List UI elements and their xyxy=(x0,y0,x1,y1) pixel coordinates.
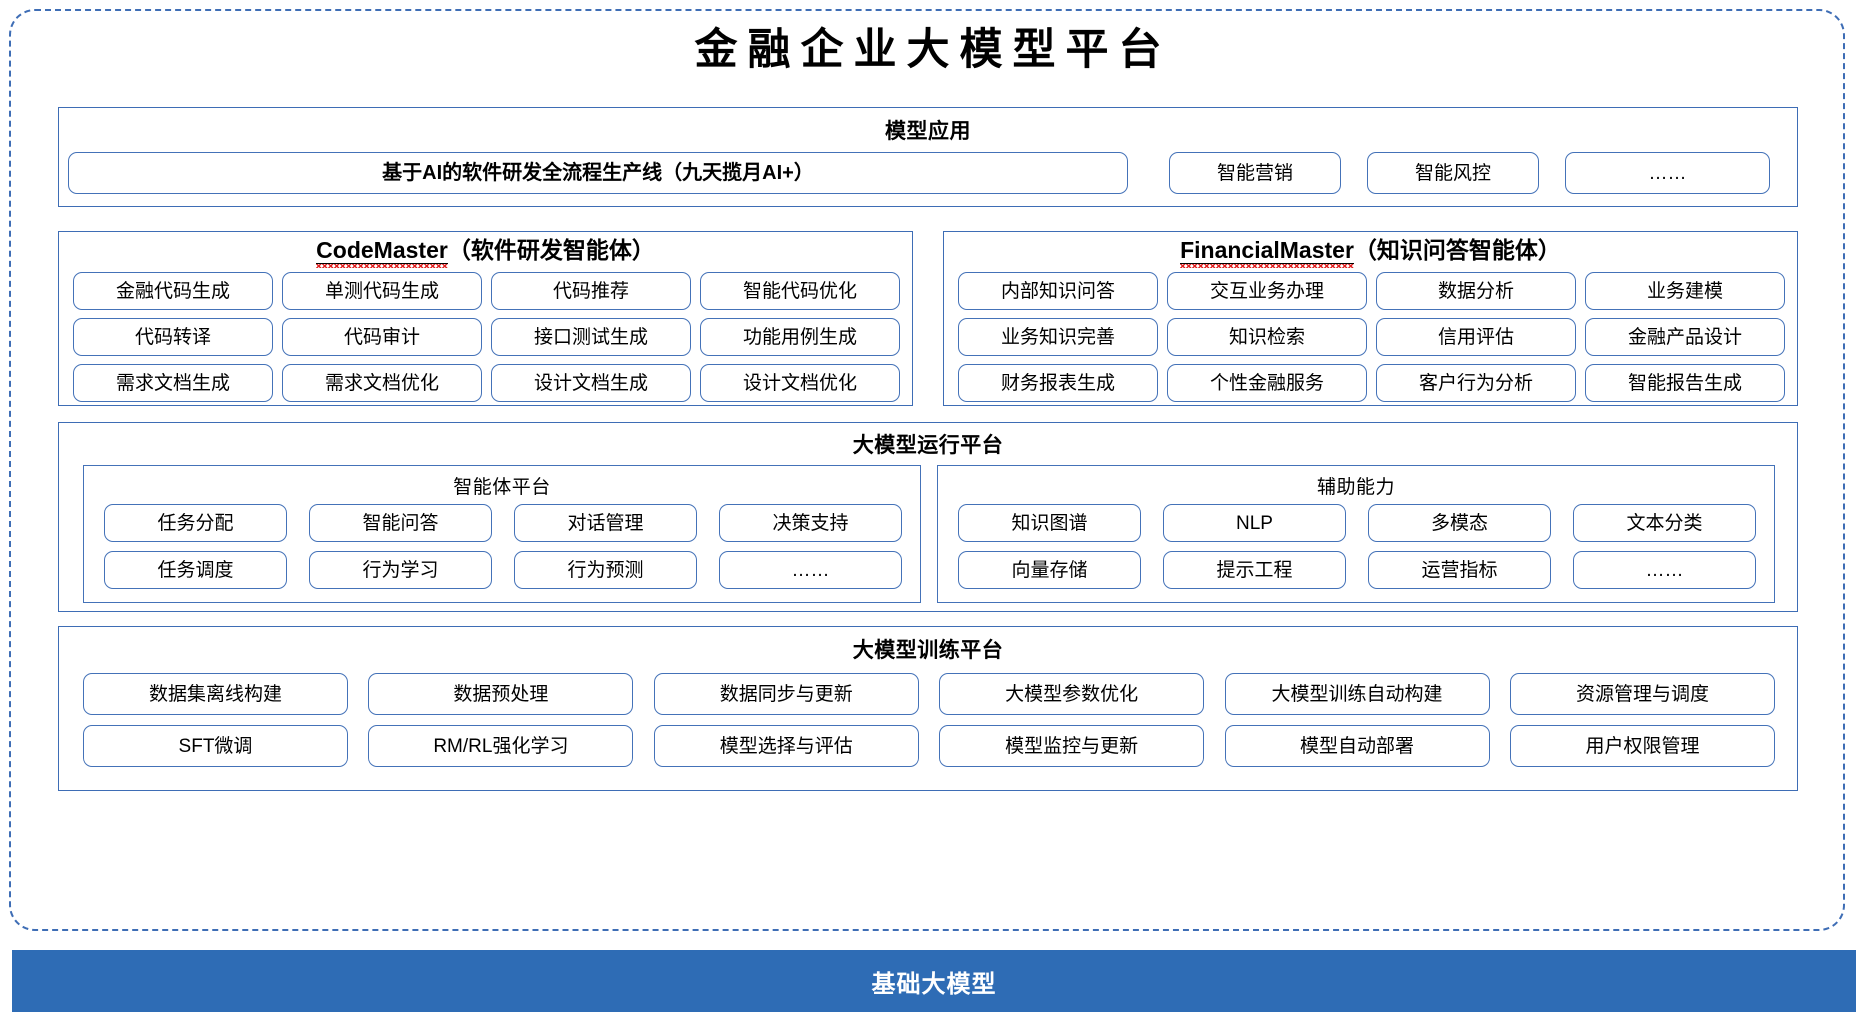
subsection-agent-platform: 智能体平台 任务分配 智能问答 对话管理 决策支持 任务调度 行为学习 行为预测… xyxy=(83,465,921,603)
section-model-application: 模型应用 基于AI的软件研发全流程生产线（九天揽月AI+） 智能营销 智能风控 … xyxy=(58,107,1798,207)
foundation-model-bar: 基础大模型 xyxy=(12,950,1856,1012)
codemaster-item[interactable]: 代码审计 xyxy=(282,318,482,356)
training-item[interactable]: SFT微调 xyxy=(83,725,348,767)
training-item[interactable]: 模型自动部署 xyxy=(1224,725,1490,767)
agent-platform-item-more[interactable]: …… xyxy=(719,551,902,589)
agent-platform-item[interactable]: 任务调度 xyxy=(104,551,287,589)
training-item[interactable]: 数据集离线构建 xyxy=(83,673,348,715)
codemaster-item[interactable]: 代码推荐 xyxy=(491,272,691,310)
auxiliary-item[interactable]: NLP xyxy=(1163,504,1346,542)
diagram-outer-frame xyxy=(9,9,1845,931)
agent-platform-row-1: 任务分配 智能问答 对话管理 决策支持 xyxy=(104,504,902,542)
auxiliary-capability-title: 辅助能力 xyxy=(1316,477,1395,498)
agent-platform-item[interactable]: 智能问答 xyxy=(309,504,492,542)
agent-platform-row-2: 任务调度 行为学习 行为预测 …… xyxy=(104,551,902,589)
auxiliary-capability-grid: 知识图谱 NLP 多模态 文本分类 向量存储 提示工程 运营指标 …… xyxy=(958,504,1756,598)
training-item[interactable]: 模型监控与更新 xyxy=(939,725,1205,767)
codemaster-item[interactable]: 设计文档生成 xyxy=(491,364,691,402)
auxiliary-item[interactable]: 多模态 xyxy=(1368,504,1551,542)
financialmaster-item[interactable]: 个性金融服务 xyxy=(1167,364,1367,402)
agent-platform-item[interactable]: 行为预测 xyxy=(514,551,697,589)
financialmaster-heading: FinancialMaster（知识问答智能体） xyxy=(944,237,1797,269)
codemaster-suffix: （软件研发智能体） xyxy=(447,237,655,263)
financialmaster-item[interactable]: 信用评估 xyxy=(1376,318,1576,356)
subsection-auxiliary-capability: 辅助能力 知识图谱 NLP 多模态 文本分类 向量存储 提示工程 运营指标 …… xyxy=(937,465,1775,603)
codemaster-name: CodeMaster xyxy=(316,237,448,269)
section-training-platform-title: 大模型训练平台 xyxy=(852,639,1004,662)
app-item-more[interactable]: …… xyxy=(1565,152,1770,194)
codemaster-item[interactable]: 需求文档生成 xyxy=(73,364,273,402)
section-codemaster: CodeMaster（软件研发智能体） 金融代码生成 单测代码生成 代码推荐 智… xyxy=(58,231,913,406)
app-item-smart-risk-control[interactable]: 智能风控 xyxy=(1367,152,1539,194)
page-title: 金融企业大模型平台 xyxy=(694,27,1172,74)
auxiliary-item[interactable]: 知识图谱 xyxy=(958,504,1141,542)
financialmaster-item[interactable]: 智能报告生成 xyxy=(1585,364,1785,402)
section-runtime-platform-title: 大模型运行平台 xyxy=(852,434,1004,457)
financialmaster-row-3: 财务报表生成 个性金融服务 客户行为分析 智能报告生成 xyxy=(958,364,1785,402)
section-runtime-platform: 大模型运行平台 智能体平台 任务分配 智能问答 对话管理 决策支持 任务调度 行… xyxy=(58,422,1798,612)
financialmaster-row-2: 业务知识完善 知识检索 信用评估 金融产品设计 xyxy=(958,318,1785,356)
financialmaster-item[interactable]: 内部知识问答 xyxy=(958,272,1158,310)
codemaster-item[interactable]: 金融代码生成 xyxy=(73,272,273,310)
agent-platform-grid: 任务分配 智能问答 对话管理 决策支持 任务调度 行为学习 行为预测 …… xyxy=(104,504,902,598)
agent-platform-item[interactable]: 任务分配 xyxy=(104,504,287,542)
financialmaster-grid: 内部知识问答 交互业务办理 数据分析 业务建模 业务知识完善 知识检索 信用评估… xyxy=(958,272,1785,410)
training-item[interactable]: 模型选择与评估 xyxy=(653,725,919,767)
training-item[interactable]: 用户权限管理 xyxy=(1509,725,1775,767)
financialmaster-item[interactable]: 交互业务办理 xyxy=(1167,272,1367,310)
section-model-application-title: 模型应用 xyxy=(885,120,971,143)
model-application-row: 基于AI的软件研发全流程生产线（九天揽月AI+） 智能营销 智能风控 …… xyxy=(68,152,1790,194)
codemaster-item[interactable]: 需求文档优化 xyxy=(282,364,482,402)
financialmaster-item[interactable]: 数据分析 xyxy=(1376,272,1576,310)
codemaster-item[interactable]: 智能代码优化 xyxy=(700,272,900,310)
auxiliary-row-1: 知识图谱 NLP 多模态 文本分类 xyxy=(958,504,1756,542)
financialmaster-item[interactable]: 知识检索 xyxy=(1167,318,1367,356)
auxiliary-item[interactable]: 向量存储 xyxy=(958,551,1141,589)
auxiliary-item[interactable]: 提示工程 xyxy=(1163,551,1346,589)
auxiliary-item[interactable]: 运营指标 xyxy=(1368,551,1551,589)
financialmaster-item[interactable]: 业务建模 xyxy=(1585,272,1785,310)
auxiliary-row-2: 向量存储 提示工程 运营指标 …… xyxy=(958,551,1756,589)
section-training-platform: 大模型训练平台 数据集离线构建 数据预处理 数据同步与更新 大模型参数优化 大模… xyxy=(58,626,1798,791)
agent-platform-item[interactable]: 对话管理 xyxy=(514,504,697,542)
financialmaster-row-1: 内部知识问答 交互业务办理 数据分析 业务建模 xyxy=(958,272,1785,310)
codemaster-row-1: 金融代码生成 单测代码生成 代码推荐 智能代码优化 xyxy=(73,272,900,310)
spacer xyxy=(1128,152,1169,194)
training-item[interactable]: 大模型训练自动构建 xyxy=(1224,673,1490,715)
financialmaster-item[interactable]: 财务报表生成 xyxy=(958,364,1158,402)
financialmaster-suffix: （知识问答智能体） xyxy=(1353,237,1561,263)
training-platform-grid: 数据集离线构建 数据预处理 数据同步与更新 大模型参数优化 大模型训练自动构建 … xyxy=(83,673,1775,777)
app-item-smart-marketing[interactable]: 智能营销 xyxy=(1169,152,1341,194)
financialmaster-item[interactable]: 业务知识完善 xyxy=(958,318,1158,356)
codemaster-item[interactable]: 接口测试生成 xyxy=(491,318,691,356)
foundation-model-label: 基础大模型 xyxy=(871,970,997,998)
app-item-ai-pipeline[interactable]: 基于AI的软件研发全流程生产线（九天揽月AI+） xyxy=(68,152,1128,194)
codemaster-heading: CodeMaster（软件研发智能体） xyxy=(59,237,912,269)
auxiliary-item-more[interactable]: …… xyxy=(1573,551,1756,589)
auxiliary-item[interactable]: 文本分类 xyxy=(1573,504,1756,542)
training-item[interactable]: 数据预处理 xyxy=(368,673,634,715)
agent-platform-title: 智能体平台 xyxy=(453,477,551,498)
codemaster-item[interactable]: 设计文档优化 xyxy=(700,364,900,402)
training-item[interactable]: 大模型参数优化 xyxy=(939,673,1205,715)
codemaster-item[interactable]: 功能用例生成 xyxy=(700,318,900,356)
codemaster-row-3: 需求文档生成 需求文档优化 设计文档生成 设计文档优化 xyxy=(73,364,900,402)
codemaster-grid: 金融代码生成 单测代码生成 代码推荐 智能代码优化 代码转译 代码审计 接口测试… xyxy=(73,272,900,410)
spacer xyxy=(1539,152,1565,194)
codemaster-row-2: 代码转译 代码审计 接口测试生成 功能用例生成 xyxy=(73,318,900,356)
agent-platform-item[interactable]: 决策支持 xyxy=(719,504,902,542)
codemaster-item[interactable]: 代码转译 xyxy=(73,318,273,356)
financialmaster-item[interactable]: 客户行为分析 xyxy=(1376,364,1576,402)
training-item[interactable]: 数据同步与更新 xyxy=(653,673,919,715)
training-row-2: SFT微调 RM/RL强化学习 模型选择与评估 模型监控与更新 模型自动部署 用… xyxy=(83,725,1775,767)
training-item[interactable]: 资源管理与调度 xyxy=(1509,673,1775,715)
spacer xyxy=(1341,152,1367,194)
training-item[interactable]: RM/RL强化学习 xyxy=(368,725,634,767)
training-row-1: 数据集离线构建 数据预处理 数据同步与更新 大模型参数优化 大模型训练自动构建 … xyxy=(83,673,1775,715)
financialmaster-item[interactable]: 金融产品设计 xyxy=(1585,318,1785,356)
financialmaster-name: FinancialMaster xyxy=(1180,237,1354,269)
section-financialmaster: FinancialMaster（知识问答智能体） 内部知识问答 交互业务办理 数… xyxy=(943,231,1798,406)
codemaster-item[interactable]: 单测代码生成 xyxy=(282,272,482,310)
agent-platform-item[interactable]: 行为学习 xyxy=(309,551,492,589)
